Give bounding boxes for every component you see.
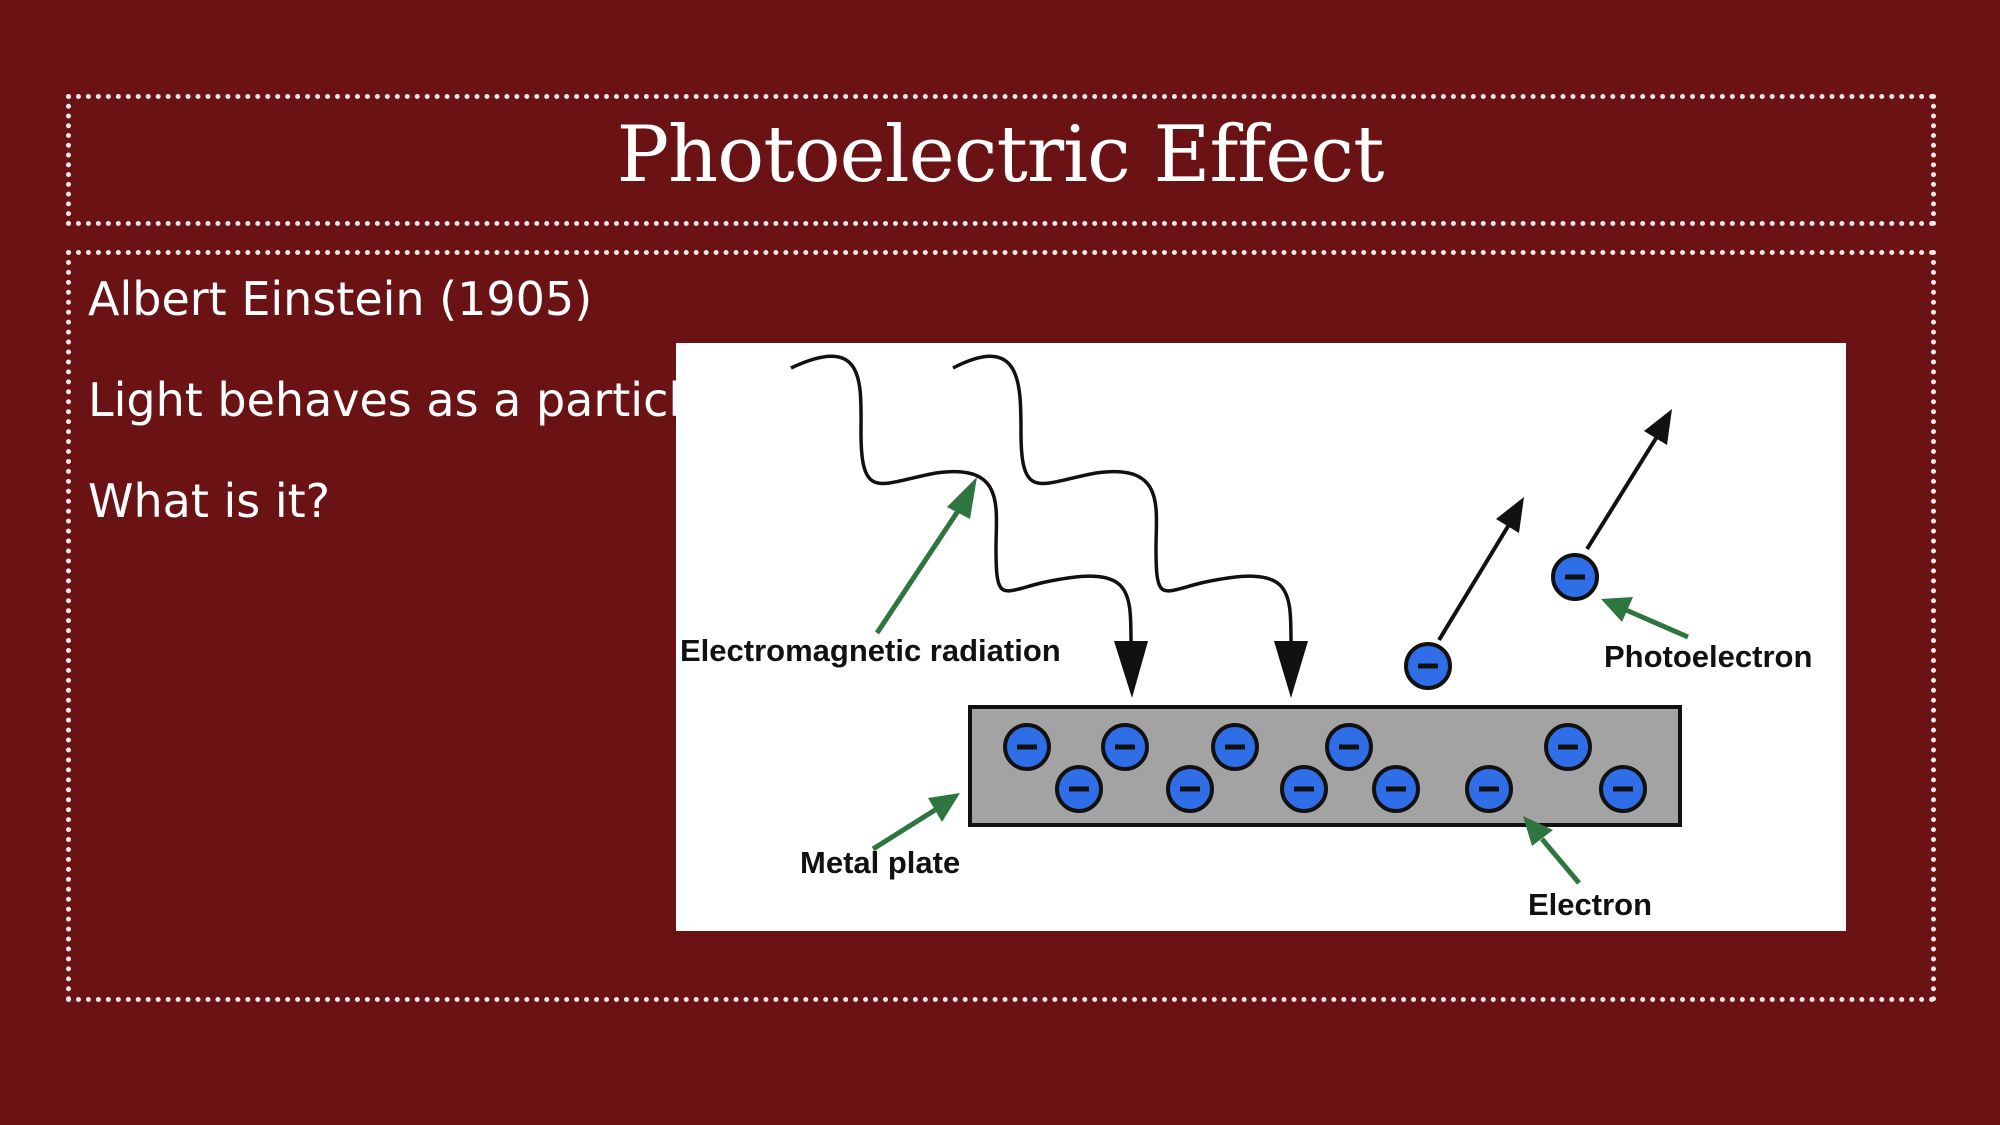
radiation-wave-2 bbox=[952, 354, 1293, 644]
bullet-what-is-it: What is it? bbox=[88, 474, 331, 528]
photoelectron-path-1 bbox=[1437, 521, 1512, 642]
electron-5 bbox=[1544, 723, 1592, 771]
electron-pointer-head bbox=[1523, 816, 1553, 846]
radiation-wave-1 bbox=[790, 354, 1133, 644]
electron-8 bbox=[1280, 765, 1328, 813]
photoelectron-pointer-head bbox=[1601, 597, 1633, 622]
electron-9 bbox=[1372, 765, 1420, 813]
electron-2 bbox=[1101, 723, 1149, 771]
photoelectron-1 bbox=[1404, 642, 1452, 690]
photoelectron-path-2 bbox=[1585, 433, 1660, 551]
electron-1 bbox=[1003, 723, 1051, 771]
bullet-light-particle: Light behaves as a particle? bbox=[88, 373, 734, 427]
radiation-pointer bbox=[874, 509, 961, 635]
electron-pointer bbox=[1540, 837, 1581, 885]
title-frame bbox=[66, 94, 1936, 226]
metal-plate-pointer-head bbox=[928, 793, 960, 822]
photoelectric-diagram: Electromagnetic radiation Photoelectron bbox=[676, 343, 1846, 931]
photoelectron-pointer bbox=[1625, 607, 1689, 640]
photoelectron-arrowhead-1 bbox=[1496, 497, 1524, 533]
plate-electrons bbox=[1003, 723, 1647, 813]
radiation-arrowhead-1 bbox=[1114, 641, 1148, 698]
photoelectron-2 bbox=[1551, 553, 1599, 601]
label-electromagnetic-radiation: Electromagnetic radiation bbox=[680, 633, 1061, 668]
content-frame bbox=[66, 250, 1936, 1002]
radiation-pointer-head bbox=[947, 477, 977, 519]
electron-10 bbox=[1465, 765, 1513, 813]
electron-6 bbox=[1055, 765, 1103, 813]
electron-11 bbox=[1599, 765, 1647, 813]
electron-7 bbox=[1166, 765, 1214, 813]
electron-3 bbox=[1211, 723, 1259, 771]
photoelectron-arrowhead-2 bbox=[1644, 409, 1672, 445]
label-metal-plate: Metal plate bbox=[800, 845, 960, 880]
label-photoelectron: Photoelectron bbox=[1604, 639, 1812, 674]
metal-plate-pointer bbox=[871, 807, 937, 852]
bullet-einstein: Albert Einstein (1905) bbox=[88, 272, 593, 326]
electron-4 bbox=[1325, 723, 1373, 771]
radiation-arrowhead-2 bbox=[1274, 641, 1308, 698]
label-electron: Electron bbox=[1528, 887, 1652, 922]
slide-title: Photoelectric Effect bbox=[616, 110, 1385, 200]
